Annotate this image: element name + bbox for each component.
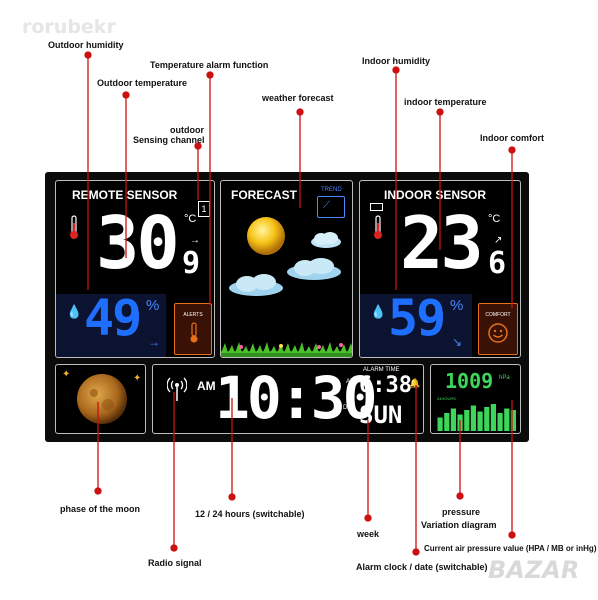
watermark-top: rorubekr <box>22 16 116 38</box>
moon-phase-icon <box>77 374 127 424</box>
indoor-sensor-title: INDOOR SENSOR <box>384 188 487 202</box>
pressure-unit: hPa <box>499 375 510 381</box>
label-indoor-temperature: indoor temperature <box>404 97 487 107</box>
label-indoor-humidity: Indoor humidity <box>362 56 430 66</box>
indoor-temp-trend-icon: ↗ <box>494 235 503 246</box>
label-outdoor-temperature: Outdoor temperature <box>97 78 188 88</box>
pressure-bar <box>510 410 516 431</box>
pressure-bar <box>490 404 496 431</box>
outdoor-humidity-area <box>56 294 166 357</box>
outdoor-temp-decimal: 9 <box>182 246 201 281</box>
cloud-icon <box>311 232 341 248</box>
label-temperature-alarm: Temperature alarm function <box>150 60 269 70</box>
battery-icon <box>370 203 383 211</box>
label-outdoor: outdoor <box>170 125 204 135</box>
pressure-bar <box>477 411 483 431</box>
label-hours: 12 / 24 hours (switchable) <box>195 509 305 519</box>
clock-time: 10:30 <box>215 364 378 432</box>
label-indoor-comfort: Indoor comfort <box>480 133 544 143</box>
indoor-temp-value: 23 <box>400 201 484 285</box>
pressure-value: 1009 <box>445 369 494 393</box>
thermometer-icon <box>374 215 382 239</box>
comfort-label: COMFORT <box>485 312 511 318</box>
day-value: SUN <box>359 401 403 429</box>
pressure-history-label: 24HOURS <box>437 396 456 401</box>
bell-icon: 🔔 <box>409 378 421 388</box>
label-weather-forecast: weather forecast <box>262 93 334 103</box>
label-week: week <box>357 529 380 539</box>
label-current-pressure: Current air pressure value (HPA / MB or … <box>424 544 597 553</box>
pressure-history-chart <box>437 404 516 431</box>
remote-sensor-title: REMOTE SENSOR <box>72 188 178 202</box>
label-outdoor-humidity: Outdoor humidity <box>48 40 124 50</box>
weather-station-display: REMOTE SENSOR 1 30 °C → 9 💧 49 % → ALERT… <box>45 172 529 442</box>
pressure-bar <box>464 410 470 431</box>
clock-am: AM <box>197 379 216 393</box>
indoor-temp-unit: °C <box>488 213 501 225</box>
outdoor-temp-value: 30 <box>96 201 180 285</box>
indoor-droplet-icon: 💧 <box>370 304 387 319</box>
outdoor-humidity-pct: % <box>146 297 160 314</box>
cloud-icon <box>229 274 283 296</box>
clock-panel: AM 10:30 ALARM TIME AM 6:38 🔔 DAY SUN <box>152 364 424 434</box>
pressure-bar <box>470 405 476 431</box>
alert-thermometer-icon <box>190 322 198 343</box>
remote-sensor-panel: REMOTE SENSOR 1 30 °C → 9 💧 49 % → ALERT… <box>55 180 215 358</box>
trend-arrow-icon: ⟋ <box>323 200 330 211</box>
label-pressure: pressure <box>442 507 481 517</box>
outdoor-droplet-icon: 💧 <box>66 304 83 319</box>
alarm-time-label: ALARM TIME <box>363 367 400 373</box>
day-label: DAY <box>343 405 355 411</box>
pressure-bar <box>450 408 456 431</box>
outdoor-temp-unit: °C <box>184 213 197 225</box>
pressure-panel: 1009 hPa 24HOURS <box>430 364 521 434</box>
outdoor-humidity-value: 49 <box>84 289 142 347</box>
indoor-humidity-pct: % <box>450 297 464 314</box>
label-sensing-channel: Sensing channel <box>133 135 205 145</box>
outdoor-humidity-trend-icon: → <box>148 335 160 349</box>
alarm-time: 6:38 <box>359 373 412 398</box>
label-moon-phase: phase of the moon <box>60 504 141 514</box>
alerts-label: ALERTS <box>183 312 203 318</box>
alarm-am: AM <box>346 379 355 385</box>
pressure-bar <box>504 408 510 431</box>
star-icon: ✦ <box>62 369 71 380</box>
pressure-bar <box>484 407 490 431</box>
pressure-bar <box>444 413 450 431</box>
trend-label: TREND <box>321 187 342 193</box>
star-icon: ✦ <box>133 373 142 384</box>
thermometer-icon <box>70 215 78 239</box>
cloud-icon <box>287 258 341 280</box>
forecast-title: FORECAST <box>231 188 297 202</box>
outdoor-temp-trend-icon: → <box>190 235 200 246</box>
indoor-humidity-area <box>360 294 472 357</box>
comfort-box: COMFORT <box>478 303 518 355</box>
label-variation-diagram: Variation diagram <box>421 520 497 530</box>
pressure-bar <box>497 413 503 431</box>
alerts-box: ALERTS <box>174 303 212 355</box>
smiley-icon <box>488 323 508 343</box>
label-alarm-clock: Alarm clock / date (switchable) <box>356 562 488 572</box>
trend-box: ⟋ <box>317 196 345 218</box>
forecast-panel: FORECAST TREND ⟋ <box>220 180 353 358</box>
moon-panel: ✦ ✦ <box>55 364 146 434</box>
indoor-temp-decimal: 6 <box>488 246 507 281</box>
label-radio-signal: Radio signal <box>148 558 202 568</box>
grass-icon <box>221 342 352 357</box>
sun-icon <box>247 217 285 255</box>
pressure-bar <box>437 417 443 431</box>
indoor-humidity-value: 59 <box>388 289 446 347</box>
indoor-humidity-trend-icon: ↘ <box>452 335 463 349</box>
radio-signal-icon <box>167 377 187 401</box>
watermark-bottom: BAZAR <box>488 556 580 584</box>
